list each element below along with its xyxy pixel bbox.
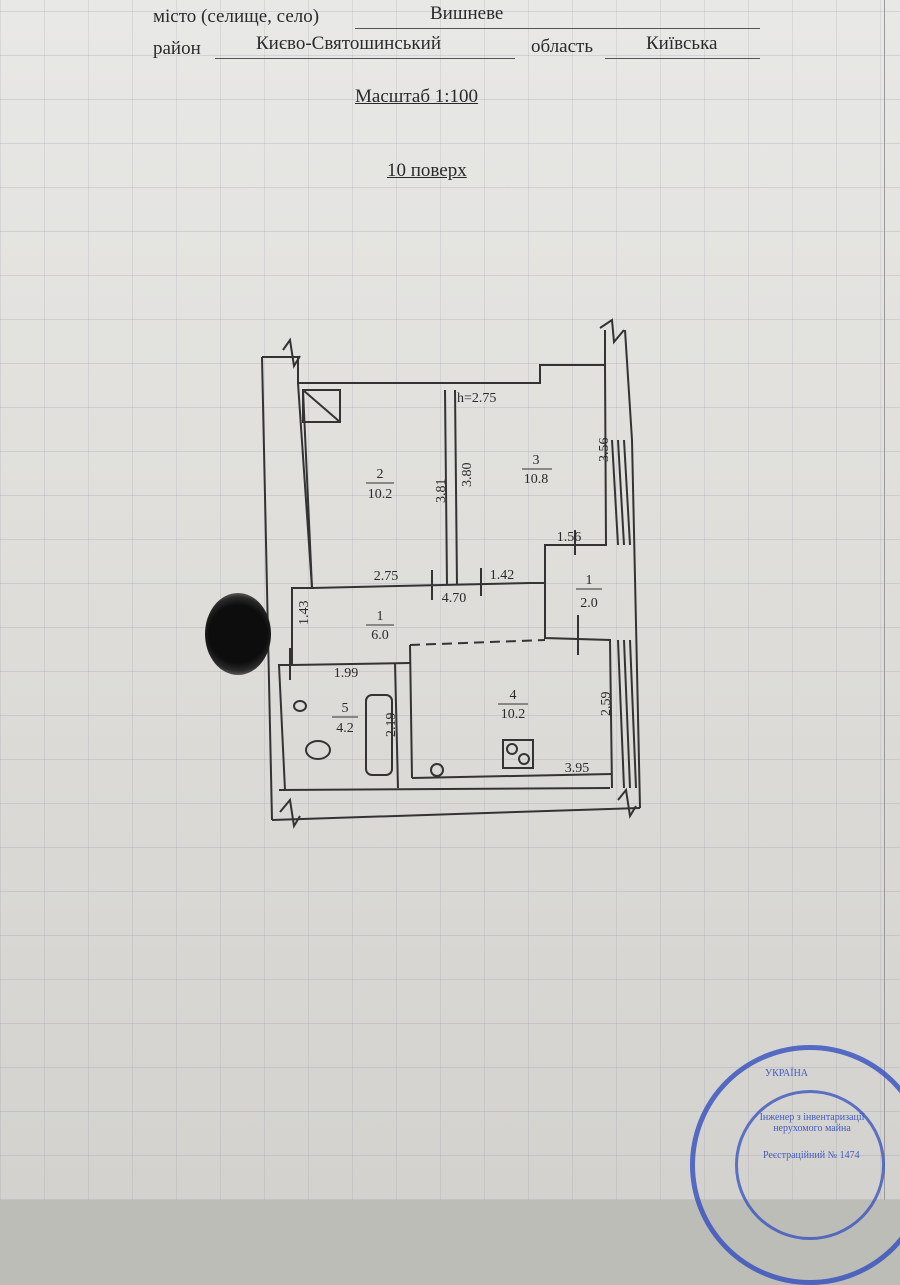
wall-room4-left <box>409 644 413 779</box>
room-1-area: 6.0 <box>371 628 389 643</box>
city-underline <box>355 28 760 29</box>
room-2-number: 2 <box>377 467 384 482</box>
dim-142: 1.42 <box>490 568 515 583</box>
room-5-area: 4.2 <box>336 721 354 736</box>
district-label: район <box>153 38 201 59</box>
scale-title: Масштаб 1:100 <box>355 86 479 107</box>
ceiling-height: h=2.75 <box>457 391 496 406</box>
wall-corridor-top <box>311 582 531 589</box>
room-3-number: 3 <box>533 453 540 468</box>
dim-380: 3.80 <box>460 463 475 488</box>
punch-hole <box>205 593 271 675</box>
dim-156: 1.56 <box>557 530 582 545</box>
room-3-area: 10.8 <box>524 472 549 487</box>
city-value: Вишневе <box>430 3 504 24</box>
seal-registration: Реєстраційний № 1474 <box>763 1150 860 1161</box>
dim-395: 3.95 <box>565 761 590 776</box>
wall-bath-right <box>394 662 399 789</box>
seal-title: Інженер з інвентаризації нерухомого майн… <box>759 1112 865 1134</box>
dim-356: 3.56 <box>597 438 612 463</box>
outer-wall-bottom <box>278 787 611 791</box>
margin-line <box>884 0 885 1200</box>
district-underline <box>215 58 515 59</box>
seal-country: УКРАЇНА <box>765 1068 809 1079</box>
outer-wall-bottom-outer <box>271 807 641 821</box>
region-label: область <box>531 36 594 57</box>
outer-wall-top <box>262 330 606 384</box>
dim-275: 2.75 <box>374 569 399 584</box>
wall-room2-room3 <box>444 389 448 586</box>
floor-plan: h=2.75 2 10.2 3 10.8 1 6.0 1 2.0 5 4.2 4… <box>261 318 641 829</box>
room-1b-area: 2.0 <box>580 596 598 611</box>
dim-219: 2.19 <box>384 713 399 738</box>
dim-259: 2.59 <box>599 692 614 717</box>
dim-199: 1.99 <box>334 666 359 681</box>
room-1-number: 1 <box>377 609 384 624</box>
outer-wall-right-outer <box>624 329 641 809</box>
room-5-number: 5 <box>342 701 349 716</box>
room-4-area: 10.2 <box>501 707 526 722</box>
room-1b-number: 1 <box>586 573 593 588</box>
dim-381: 3.81 <box>434 479 449 504</box>
room-2-area: 10.2 <box>368 487 393 502</box>
district-value: Києво-Святошинський <box>256 33 441 54</box>
dim-143: 1.43 <box>297 601 312 626</box>
outer-wall-right <box>544 364 613 789</box>
outer-wall-left-inner <box>277 382 314 791</box>
city-label: місто (селище, село) <box>153 6 320 27</box>
dim-470: 4.70 <box>442 591 467 606</box>
floor-title: 10 поверх <box>387 160 467 181</box>
outer-wall-left-outer <box>261 356 273 821</box>
region-value: Київська <box>646 33 718 54</box>
wall-bath-top <box>291 662 411 666</box>
room-4-number: 4 <box>510 688 517 703</box>
region-underline <box>605 58 760 59</box>
